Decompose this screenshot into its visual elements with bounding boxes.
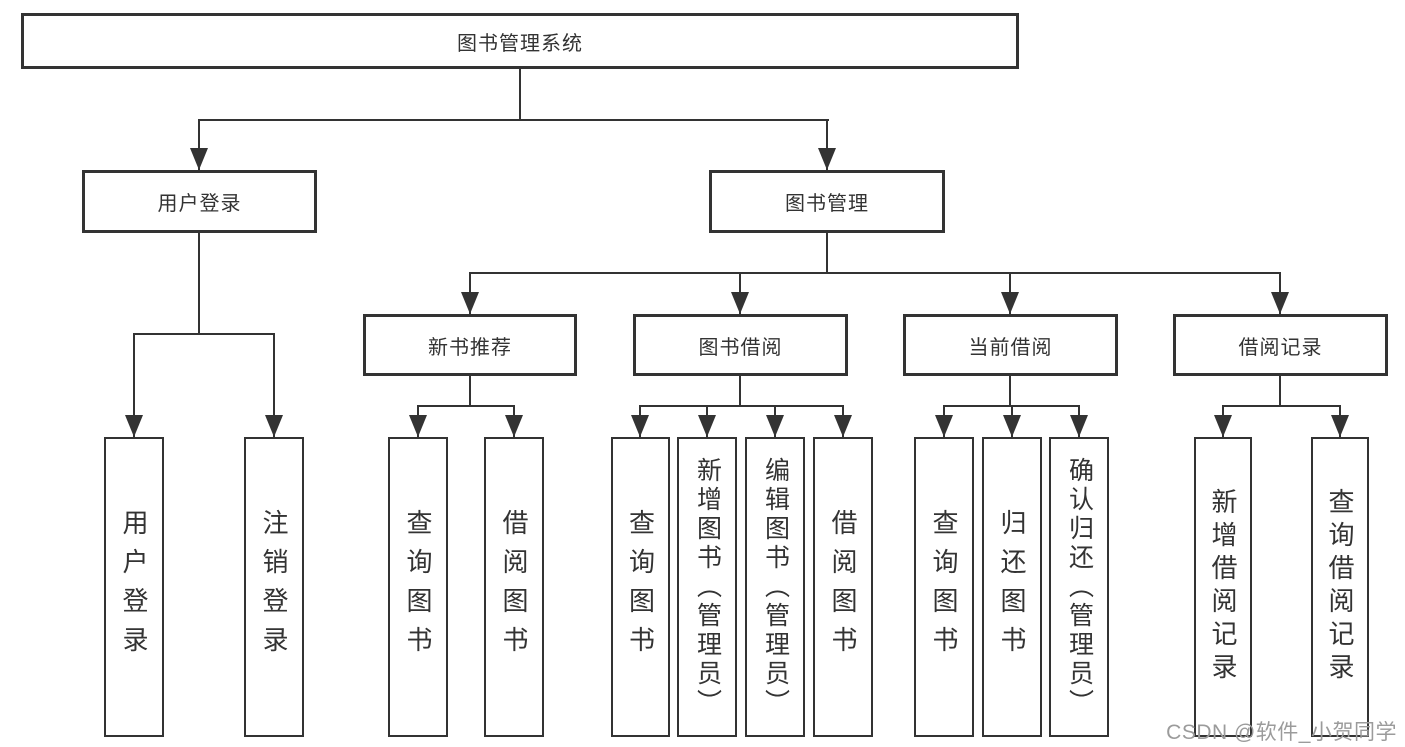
node-book-borrow: 图书借阅 [633,314,848,376]
node-current-borrow-label: 当前借阅 [968,336,1053,359]
connector-line [133,333,275,335]
node-book-management: 图书管理 [709,170,945,233]
leaf-borrow-books-recommend: 借阅图书 [484,437,544,737]
leaf-query-books-current: 查询图书 [914,437,974,737]
arrow-head [834,415,852,437]
node-current-borrow: 当前借阅 [903,314,1118,376]
leaf-add-books-admin-label: 新增图书（管理员） [693,456,722,718]
arrow-head [265,415,283,437]
leaf-user-login-label: 用户登录 [119,509,149,665]
leaf-borrow-books-recommend-label: 借阅图书 [499,509,529,665]
arrow-head [190,148,208,170]
arrow-head [1003,415,1021,437]
node-user-login: 用户登录 [82,170,317,233]
node-book-management-label: 图书管理 [785,193,869,215]
connector-line [639,405,844,407]
leaf-borrow-books-label: 借阅图书 [828,509,858,665]
connector-line [1222,405,1341,407]
arrow-head [1070,415,1088,437]
node-borrow-records-label: 借阅记录 [1238,336,1323,359]
arrow-head [935,415,953,437]
node-borrow-records: 借阅记录 [1173,314,1388,376]
node-new-book-recommend: 新书推荐 [363,314,577,376]
arrow-head [1331,415,1349,437]
connector-line [1279,376,1281,407]
connector-line [826,119,828,170]
leaf-logout-label: 注销登录 [259,509,289,665]
arrow-head [461,292,479,314]
leaf-query-books-borrow: 查询图书 [611,437,670,737]
leaf-return-books-label: 归还图书 [997,509,1027,665]
connector-line [739,376,741,407]
leaf-borrow-books: 借阅图书 [813,437,873,737]
node-book-borrow-label: 图书借阅 [698,336,783,359]
node-user-login-label: 用户登录 [157,193,242,215]
leaf-edit-books-admin-label: 编辑图书（管理员） [761,456,790,718]
arrow-head [698,415,716,437]
arrow-head [505,415,523,437]
connector-line [519,68,521,120]
connector-line [469,272,1281,274]
arrow-head [818,148,836,170]
connector-line [198,119,200,170]
leaf-query-books-recommend-label: 查询图书 [403,509,433,665]
leaf-query-books-recommend: 查询图书 [388,437,448,737]
connector-line [1009,376,1011,407]
node-new-book-recommend-label: 新书推荐 [428,336,512,359]
arrow-head [1214,415,1232,437]
leaf-add-borrow-record-label: 新增借阅记录 [1208,488,1238,686]
connector-line [198,233,200,335]
leaf-add-books-admin: 新增图书（管理员） [677,437,737,737]
leaf-query-borrow-record-label: 查询借阅记录 [1325,488,1355,686]
arrow-head [1001,292,1019,314]
leaf-user-login: 用户登录 [104,437,164,737]
connector-line [198,119,829,121]
leaf-query-books-borrow-label: 查询图书 [625,509,656,665]
arrow-head [1271,292,1289,314]
leaf-query-books-current-label: 查询图书 [929,509,959,665]
csdn-watermark: CSDN @软件_小贺同学 [1166,721,1397,744]
arrow-head [766,415,784,437]
connector-line [417,405,515,407]
connector-line [826,233,828,274]
arrow-head [631,415,649,437]
leaf-add-borrow-record: 新增借阅记录 [1194,437,1252,737]
arrow-head [125,415,143,437]
connector-line [273,333,275,437]
leaf-confirm-return-admin: 确认归还（管理员） [1049,437,1109,737]
connector-line [469,376,471,407]
arrow-head [409,415,427,437]
leaf-query-borrow-record: 查询借阅记录 [1311,437,1369,737]
leaf-return-books: 归还图书 [982,437,1042,737]
arrow-head [731,292,749,314]
leaf-logout: 注销登录 [244,437,304,737]
leaf-confirm-return-admin-label: 确认归还（管理员） [1065,456,1094,718]
node-library-system-label: 图书管理系统 [457,32,583,55]
connector-line [133,333,135,437]
node-library-system: 图书管理系统 [21,13,1019,69]
leaf-edit-books-admin: 编辑图书（管理员） [745,437,805,737]
